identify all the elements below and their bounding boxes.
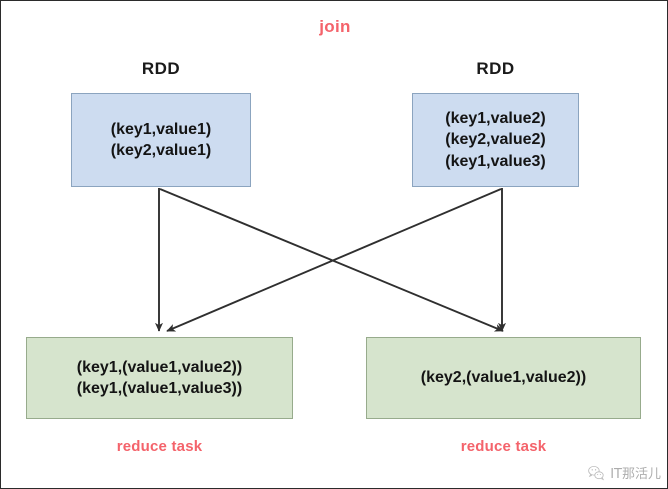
target-0-line-0: (key1,(value1,value2)) <box>76 358 243 376</box>
target-0-line-1: (key1,(value1,value3)) <box>76 380 243 397</box>
source-0-line-1: (key2,value1) <box>110 142 212 159</box>
target-reduce-box-right: (key2,(value1,value2)) <box>366 337 641 419</box>
target-0-caption: reduce task <box>116 438 203 455</box>
source-1-line-2: (key1,value3) <box>445 152 546 170</box>
watermark-text: IT那活儿 <box>610 467 661 482</box>
source-rdd-box-right: (key1,value2) (key2,value2) (key1,value3… <box>412 93 579 187</box>
source-rdd-box-left: (key1,value1) (key2,value1) <box>71 93 251 187</box>
arrow-right-rdd-to-left-reduce <box>166 188 502 332</box>
target-reduce-box-left: (key1,(value1,value2)) (key1,(value1,val… <box>26 337 293 419</box>
arrow-left-rdd-to-right-reduce <box>159 188 504 332</box>
target-1-caption: reduce task <box>460 438 547 455</box>
source-0-label: RDD <box>141 59 181 78</box>
source-1-label: RDD <box>476 59 515 78</box>
watermark: IT那活儿 <box>587 463 661 482</box>
source-1-line-0: (key1,value2) <box>445 110 546 128</box>
source-0-line-0: (key1,value1) <box>110 120 212 138</box>
diagram-title: join <box>319 17 351 36</box>
target-1-line-0: (key2,(value1,value2)) <box>420 369 587 387</box>
wechat-icon <box>587 464 605 482</box>
source-1-line-1: (key2,value2) <box>445 131 546 149</box>
